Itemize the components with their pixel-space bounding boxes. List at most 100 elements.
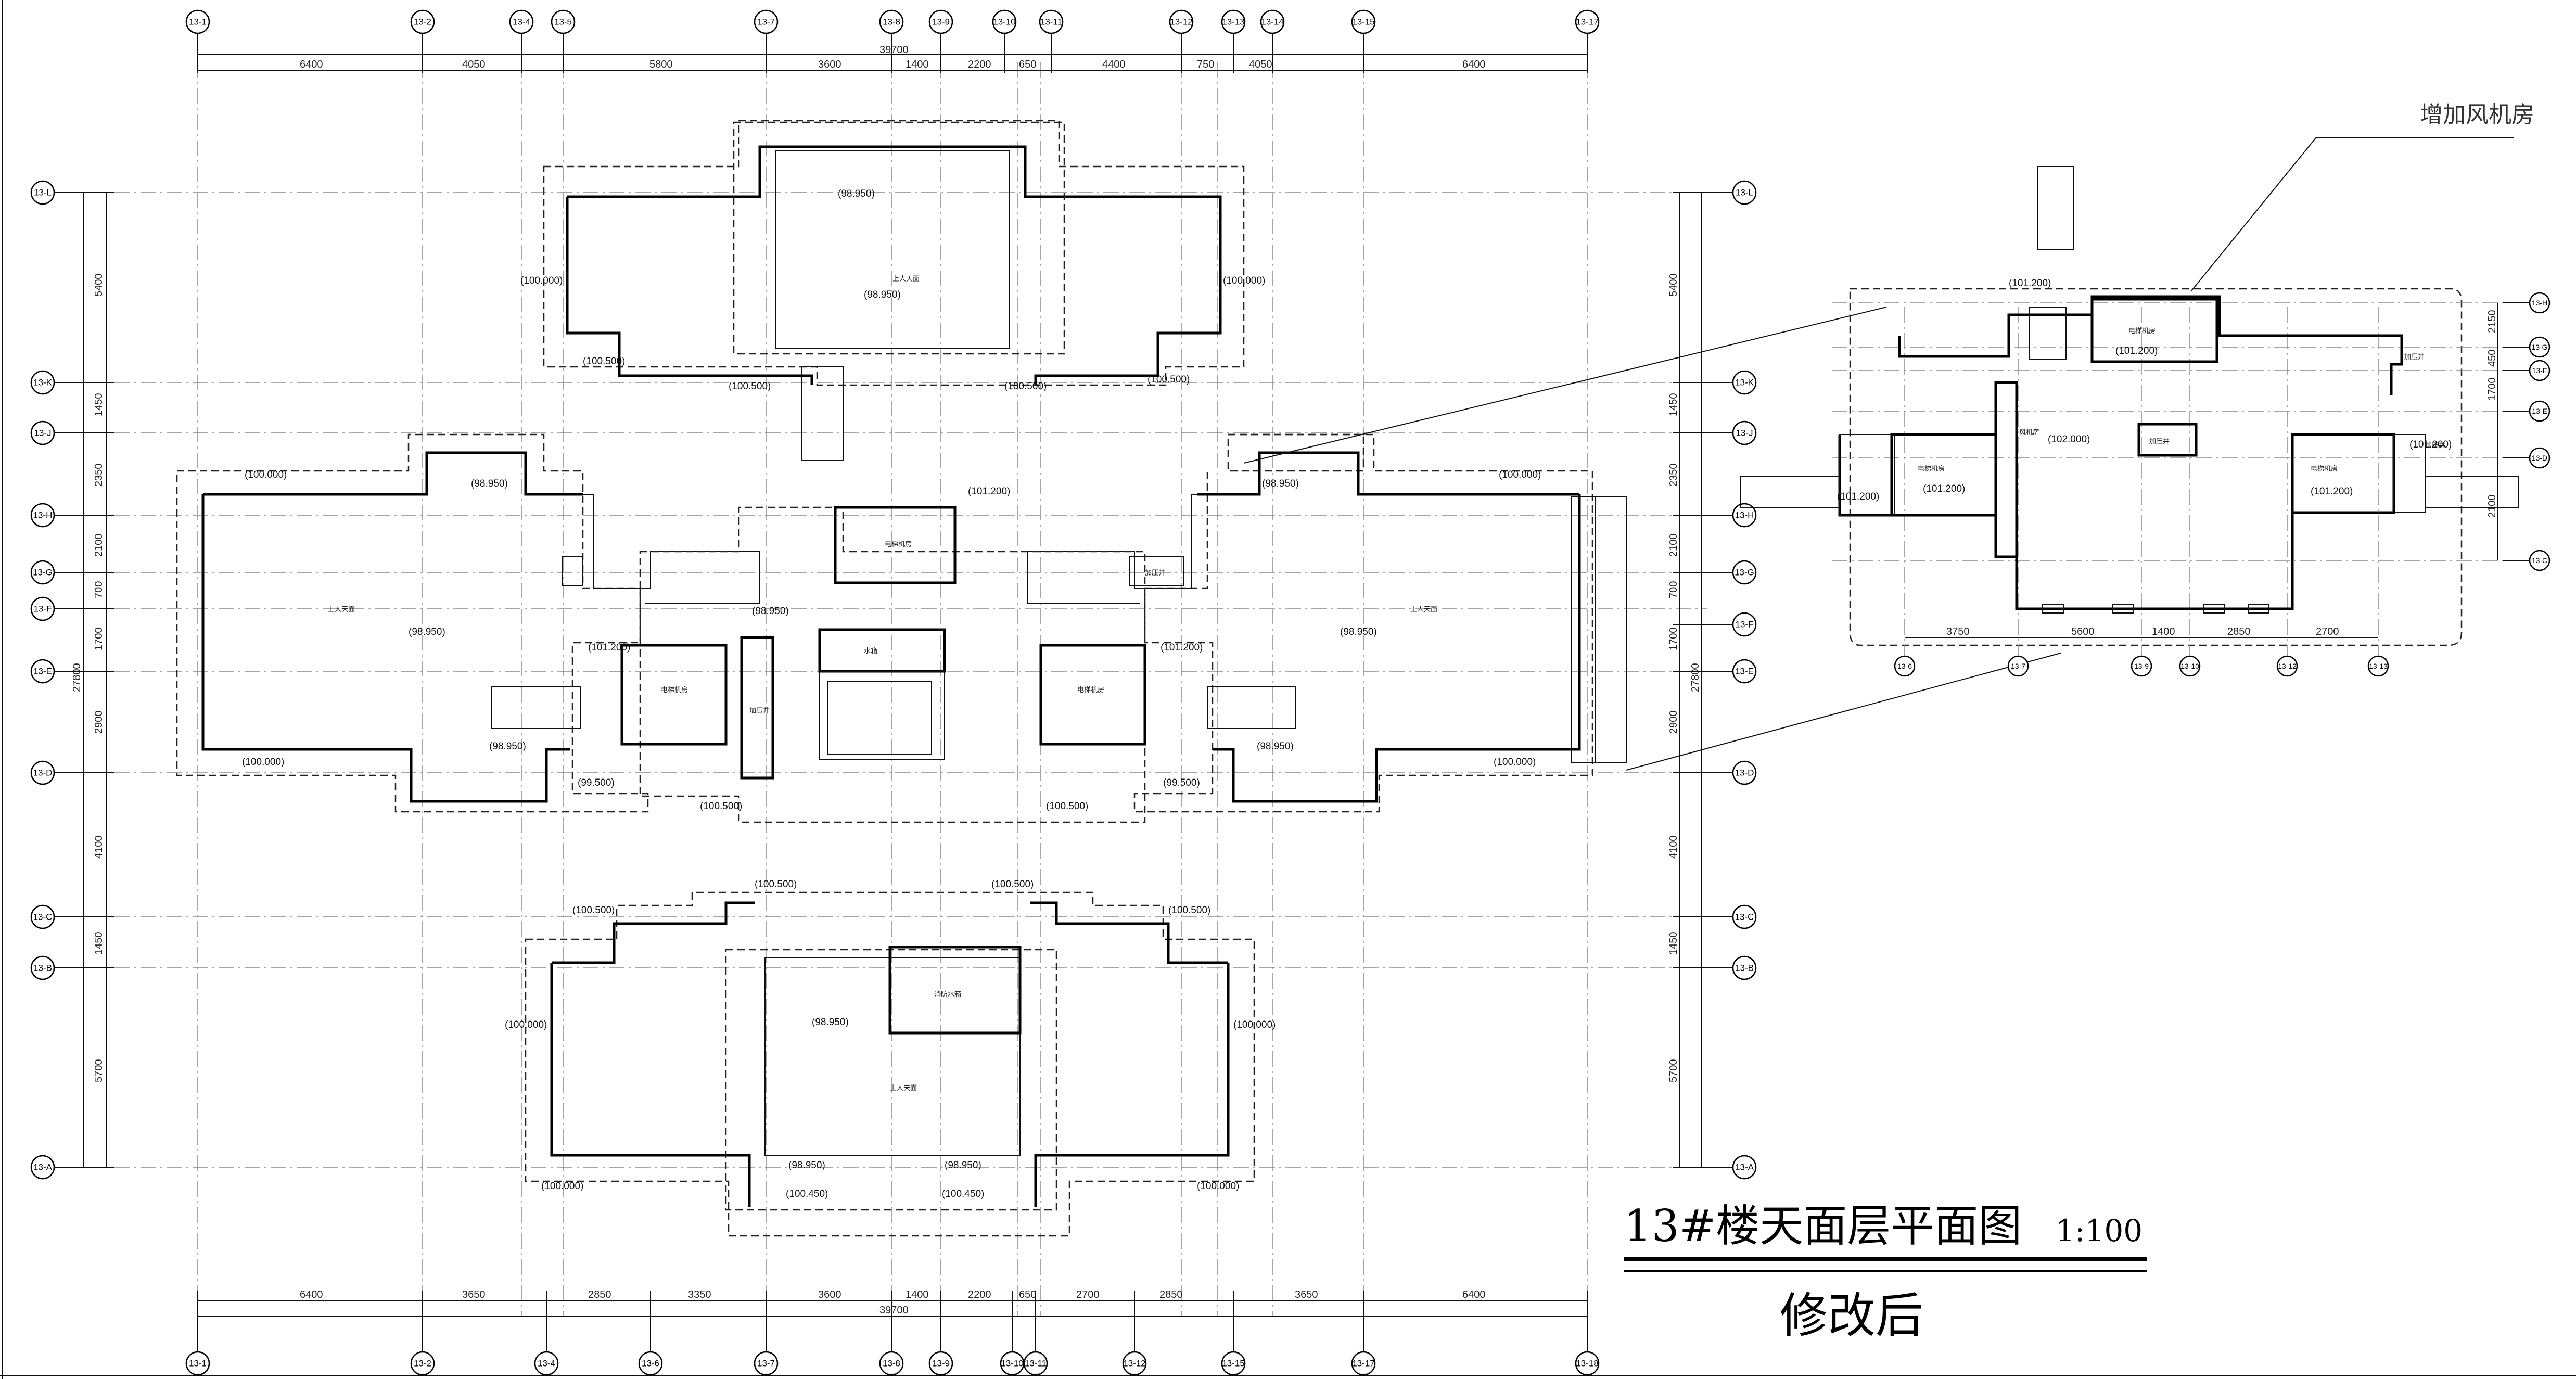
level-text: (101.200) bbox=[2311, 486, 2353, 497]
room-label: 上人天面 bbox=[890, 1084, 917, 1092]
axis-bubble: 13-A bbox=[1673, 1155, 1757, 1180]
svg-text:13-9: 13-9 bbox=[932, 1359, 950, 1369]
level-text: (101.200) bbox=[1161, 642, 1203, 653]
room-label: 加压井 bbox=[749, 707, 770, 715]
axis-bubble: 13-1 bbox=[185, 1291, 210, 1376]
level-text: (100.000) bbox=[1233, 1019, 1276, 1030]
axis-bubble: 13-C bbox=[1673, 904, 1757, 929]
dim-text: 1450 bbox=[93, 393, 105, 417]
dim-text: 1700 bbox=[2486, 378, 2498, 401]
svg-text:13-E: 13-E bbox=[2532, 407, 2547, 415]
level-text: (100.500) bbox=[583, 356, 625, 367]
building-walls bbox=[176, 120, 1627, 1237]
axis-bubble: 13-9 bbox=[928, 1291, 953, 1376]
dim-text: 2700 bbox=[2316, 626, 2339, 637]
axis-bubble: 13-H bbox=[1673, 503, 1757, 528]
level-text: (100.450) bbox=[786, 1189, 828, 1199]
axis-bubble: 13-12 bbox=[1169, 9, 1194, 73]
level-text: (101.200) bbox=[2115, 346, 2158, 356]
svg-text:13-17: 13-17 bbox=[1352, 1359, 1374, 1369]
dim-text: 2850 bbox=[588, 1289, 611, 1300]
svg-text:13-17: 13-17 bbox=[1576, 17, 1598, 27]
axis-bubble: 13-13 bbox=[1221, 9, 1246, 73]
level-text: (100.000) bbox=[520, 275, 563, 286]
svg-text:13-G: 13-G bbox=[33, 568, 53, 578]
axis-bubble: 13-17 bbox=[1351, 1291, 1376, 1376]
dim-text: 1400 bbox=[906, 1289, 929, 1300]
level-text: (100.000) bbox=[541, 1181, 583, 1192]
svg-text:13-12: 13-12 bbox=[1170, 17, 1192, 27]
level-text: (99.500) bbox=[578, 777, 615, 788]
annotation-text: 增加风机房 bbox=[2420, 101, 2534, 128]
level-text: (100.500) bbox=[755, 879, 797, 890]
dim-text: 1700 bbox=[93, 628, 105, 651]
scale-label: 1:100 bbox=[2056, 1213, 2143, 1248]
page-subtitle: 修改后 bbox=[1780, 1288, 1923, 1344]
dim-total-text: 39700 bbox=[879, 44, 909, 56]
room-label: 电梯机房 bbox=[661, 686, 688, 694]
dim-text: 2200 bbox=[968, 59, 991, 70]
dim-text: 5400 bbox=[93, 274, 105, 297]
svg-text:13-11: 13-11 bbox=[1040, 17, 1062, 27]
level-text: (100.500) bbox=[1046, 801, 1088, 812]
axis-bubble: 13-G bbox=[1673, 560, 1757, 585]
level-text: (100.500) bbox=[1168, 905, 1210, 916]
dim-text: 5600 bbox=[2071, 626, 2095, 637]
axis-bubble: 13-4 bbox=[534, 1291, 559, 1376]
level-markers: (98.950) (98.950) (98.950) (98.950) (98.… bbox=[242, 188, 1541, 1199]
level-text: (101.200) bbox=[2409, 439, 2452, 450]
svg-text:13-F: 13-F bbox=[34, 604, 52, 614]
svg-text:13-D: 13-D bbox=[33, 768, 53, 778]
svg-text:13-15: 13-15 bbox=[1222, 1359, 1244, 1369]
svg-text:13-2: 13-2 bbox=[414, 1359, 431, 1369]
dim-text: 6400 bbox=[1462, 59, 1486, 70]
axis-bubble: 13-D bbox=[2503, 447, 2551, 469]
dimension-lines bbox=[83, 54, 1702, 1317]
dim-total-text: 27800 bbox=[71, 663, 83, 692]
dim-text: 1450 bbox=[1668, 393, 1679, 417]
axis-bubble: 13-L bbox=[1673, 180, 1757, 205]
room-label: 加压井 bbox=[1145, 569, 1165, 577]
svg-text:13-B: 13-B bbox=[33, 963, 52, 973]
axis-bubble: 13-J bbox=[1673, 420, 1757, 445]
dim-text: 2100 bbox=[1668, 534, 1679, 557]
axis-bubble: 13-E bbox=[30, 659, 114, 684]
axis-bubble: 13-11 bbox=[1039, 9, 1064, 73]
axis-bubble: 13-5 bbox=[551, 9, 576, 73]
svg-text:13-9: 13-9 bbox=[932, 17, 950, 27]
room-labels: 上人天面 上人天面 上人天面 上人天面 电梯机房 电梯机房 电梯机房 加压井 加… bbox=[328, 275, 1437, 1092]
level-text: (98.950) bbox=[409, 627, 445, 637]
dim-text: 1450 bbox=[1668, 932, 1679, 955]
level-text: (100.500) bbox=[729, 381, 771, 392]
dim-text: 6400 bbox=[1462, 1289, 1486, 1300]
dim-text: 4050 bbox=[462, 59, 486, 70]
bottom-dimension-texts: 6400 3650 2850 3350 3600 1400 2200 650 2… bbox=[300, 1289, 1486, 1316]
svg-text:13-G: 13-G bbox=[2531, 343, 2547, 351]
axis-bubble: 13-K bbox=[1673, 370, 1757, 395]
level-text: (98.950) bbox=[489, 741, 526, 752]
svg-text:13-C: 13-C bbox=[33, 912, 53, 922]
top-axis-bubbles: 13-1 13-2 13-4 13-5 13-7 13-8 13-9 13-10… bbox=[185, 9, 1600, 73]
axis-bubble: 13-9 bbox=[2131, 655, 2152, 677]
svg-text:13-J: 13-J bbox=[1736, 428, 1753, 438]
level-text: (98.950) bbox=[864, 289, 901, 300]
svg-text:13-8: 13-8 bbox=[883, 1359, 900, 1369]
svg-text:13-4: 13-4 bbox=[513, 17, 530, 27]
dim-text: 5800 bbox=[649, 59, 673, 70]
level-text: (98.950) bbox=[752, 606, 789, 617]
svg-text:13-C: 13-C bbox=[2532, 556, 2547, 565]
svg-text:13-L: 13-L bbox=[1736, 188, 1753, 198]
svg-text:13-4: 13-4 bbox=[538, 1359, 555, 1369]
axis-bubble: 13-F bbox=[1673, 612, 1757, 637]
dim-total-text: 39700 bbox=[879, 1305, 909, 1316]
room-label: 上人天面 bbox=[892, 275, 920, 283]
level-text: (100.000) bbox=[1499, 469, 1541, 480]
dim-text: 650 bbox=[1019, 1289, 1036, 1300]
svg-text:13-9: 13-9 bbox=[2134, 662, 2149, 670]
svg-text:13-12: 13-12 bbox=[2278, 662, 2297, 670]
level-text: (100.500) bbox=[1147, 374, 1190, 385]
level-text: (98.950) bbox=[812, 1017, 849, 1028]
svg-text:13-8: 13-8 bbox=[883, 17, 900, 27]
level-text: (101.200) bbox=[968, 486, 1010, 497]
